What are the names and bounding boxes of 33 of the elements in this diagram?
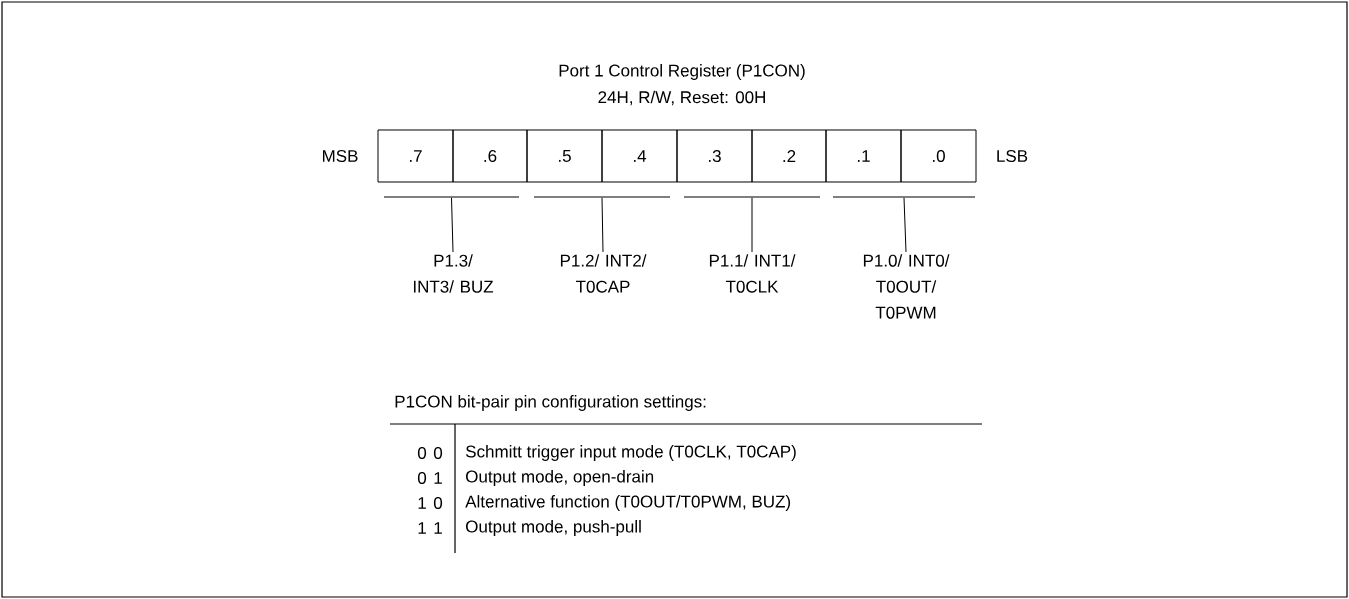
bit-value: 1 bbox=[434, 472, 442, 484]
pin-label: P1.1/ INT1/ T0CLK bbox=[709, 254, 796, 293]
msb-label: MSB bbox=[323, 150, 358, 162]
bit-cell: .1 bbox=[825, 129, 902, 183]
table-heading: P1CON bit-pair pin configuration settings: bbox=[395, 395, 706, 411]
setting-text: Alternative function (T0OUT/T0PWM, BUZ) bbox=[465, 495, 791, 511]
bit-value: 0 bbox=[417, 446, 427, 459]
bit-cell: .2 bbox=[751, 129, 827, 183]
connector-line bbox=[451, 197, 454, 253]
bit-value: 1 bbox=[434, 522, 442, 534]
connector-line bbox=[903, 197, 907, 253]
connector-line bbox=[751, 197, 753, 253]
bit-cell: .0 bbox=[900, 129, 977, 183]
lsb-label: LSB bbox=[997, 150, 1028, 162]
subtitle: 24H, R/W, Reset: 00H bbox=[598, 90, 765, 106]
bit-cell: .7 bbox=[377, 129, 454, 183]
bit-cell: .4 bbox=[601, 129, 678, 183]
bit-value: 0 bbox=[433, 446, 443, 459]
setting-text: Output mode, open-drain bbox=[466, 470, 654, 486]
bit-cell: .6 bbox=[452, 129, 528, 183]
setting-text: Output mode, push-pull bbox=[466, 520, 641, 536]
bit-value: 0 bbox=[417, 471, 427, 484]
pin-label: P1.0/ INT0/ T0OUT/ T0PWM bbox=[863, 254, 950, 319]
connector-line bbox=[601, 197, 604, 253]
bit-cell: .3 bbox=[676, 129, 753, 183]
bit-value: 0 bbox=[433, 496, 443, 509]
bit-value: 1 bbox=[418, 497, 426, 509]
title: Port 1 Control Register (P1CON) bbox=[559, 64, 805, 80]
pin-label: P1.2/ INT2/ T0CAP bbox=[560, 254, 647, 293]
bit-cell: .5 bbox=[526, 129, 603, 183]
bit-value: 1 bbox=[418, 522, 426, 534]
pin-label: P1.3/ INT3/ BUZ bbox=[413, 254, 494, 293]
setting-text: Schmitt trigger input mode (T0CLK, T0CAP) bbox=[466, 445, 796, 461]
